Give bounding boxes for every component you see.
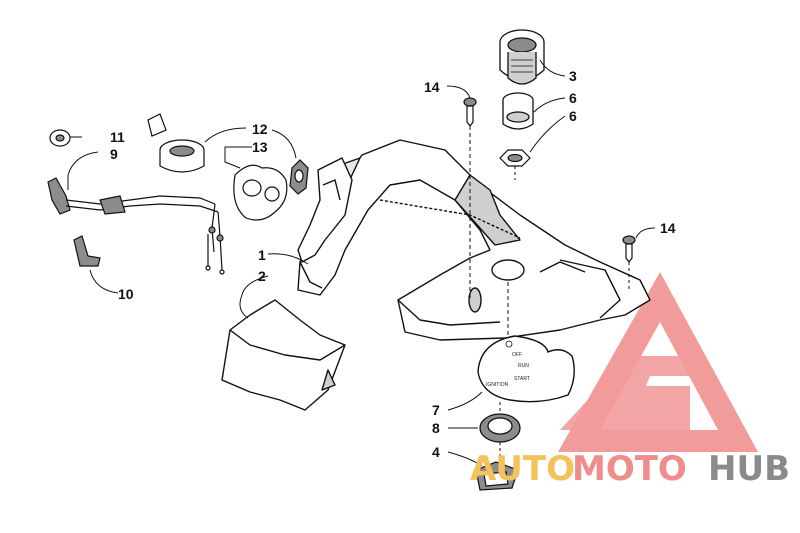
plate-ignition-label: IGNITION (486, 382, 509, 388)
ignition-plate-part-7: OFF RUN START IGNITION (477, 335, 575, 403)
watermark-wordmark: AUTO MOTO HUB (470, 449, 790, 489)
callout-5: 6 (569, 90, 577, 106)
screw-part-14-top (463, 97, 477, 127)
side-panel-part-2 (221, 299, 346, 411)
watermark-hub: HUB (708, 449, 790, 489)
washer-part-11 (49, 129, 71, 147)
callout-11: 11 (110, 129, 125, 145)
callout-3: 3 (569, 68, 577, 84)
bezel-ring-part-8 (479, 413, 521, 443)
callout-9: 9 (110, 146, 118, 162)
key-part-4-icon (475, 461, 519, 491)
callout-1: 1 (258, 247, 266, 263)
lever-part-10 (73, 235, 101, 267)
nut-part-6 (499, 149, 531, 167)
plate-off-label: OFF (512, 352, 522, 358)
callout-2: 2 (258, 268, 266, 284)
callout-14-top: 14 (424, 79, 440, 95)
screw-part-14-right (622, 235, 636, 263)
callout-10: 10 (118, 286, 134, 302)
watermark-moto: MOTO (572, 449, 687, 489)
callout-7: 7 (432, 402, 440, 418)
callout-4: 4 (432, 444, 440, 460)
callout-6: 6 (569, 108, 577, 124)
socket-part-12 (147, 113, 205, 173)
plate-run-label: RUN (518, 363, 529, 369)
gasket-part-13 (233, 164, 288, 221)
callout-8: 8 (432, 420, 440, 436)
watermark-auto: AUTO (470, 449, 575, 489)
switch-cable-part-9 (47, 177, 225, 275)
plate-start-label: START (514, 376, 530, 382)
ignition-cylinder-part-3 (499, 29, 545, 85)
callout-12: 12 (252, 121, 268, 137)
sleeve-part-5 (502, 92, 534, 130)
watermark-logo-icon (558, 272, 758, 452)
callout-13: 13 (252, 139, 268, 155)
leader-lines (67, 59, 656, 467)
hood-console-body (297, 139, 651, 341)
head-cover-part-1 (297, 157, 353, 263)
callout-14-right: 14 (660, 220, 676, 236)
callouts: 14 3 6 6 14 1 2 11 9 10 12 13 7 8 4 (110, 68, 676, 460)
nut-part-12-icon (289, 159, 309, 195)
